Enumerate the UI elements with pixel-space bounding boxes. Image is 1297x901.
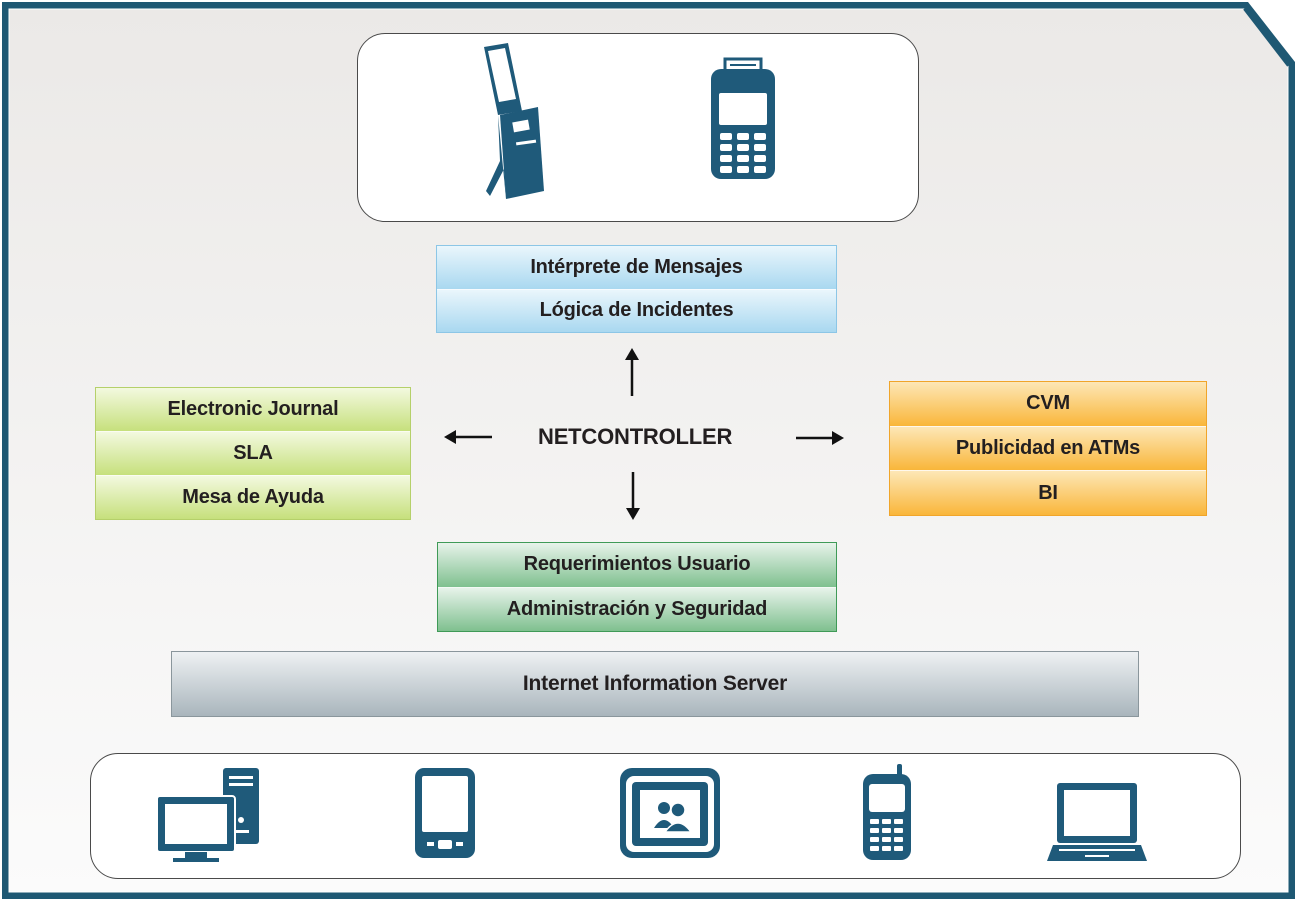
desktop-computer-icon bbox=[156, 768, 259, 862]
arrow-down-icon bbox=[626, 472, 640, 520]
stack-item-sla: SLA bbox=[96, 431, 410, 475]
web-portal-users-icon bbox=[620, 768, 720, 858]
netcontroller-label: NETCONTROLLER bbox=[538, 424, 733, 449]
server-bar: Internet Information Server bbox=[171, 651, 1139, 717]
arrow-up-icon bbox=[625, 348, 639, 396]
stack-item-administracion: Administración y Seguridad bbox=[438, 586, 836, 631]
stack-item-cvm: CVM bbox=[890, 382, 1206, 426]
server-bar-label: Internet Information Server bbox=[172, 652, 1138, 716]
message-processing-stack: Intérprete de Mensajes Lógica de Inciden… bbox=[436, 245, 837, 333]
stack-item-mesa-ayuda: Mesa de Ayuda bbox=[96, 475, 410, 519]
stack-item-logica: Lógica de Incidentes bbox=[437, 288, 836, 332]
arrow-left-icon bbox=[444, 430, 492, 444]
laptop-icon bbox=[1047, 783, 1147, 861]
arrow-right-icon bbox=[796, 431, 844, 445]
pos-terminal-icon bbox=[711, 57, 775, 179]
stack-item-requerimientos: Requerimientos Usuario bbox=[438, 543, 836, 587]
user-admin-stack: Requerimientos Usuario Administración y … bbox=[437, 542, 837, 632]
stack-item-interprete: Intérprete de Mensajes bbox=[437, 246, 836, 289]
tablet-icon bbox=[415, 768, 475, 858]
mobile-phone-icon bbox=[863, 764, 911, 860]
stack-item-bi: BI bbox=[890, 470, 1206, 516]
stack-item-publicidad: Publicidad en ATMs bbox=[890, 425, 1206, 471]
atm-kiosk-icon bbox=[484, 43, 544, 199]
marketing-stack: CVM Publicidad en ATMs BI bbox=[889, 381, 1207, 516]
journal-stack: Electronic Journal SLA Mesa de Ayuda bbox=[95, 387, 411, 520]
stack-item-electronic-journal: Electronic Journal bbox=[96, 388, 410, 431]
top-device-panel bbox=[357, 33, 919, 222]
